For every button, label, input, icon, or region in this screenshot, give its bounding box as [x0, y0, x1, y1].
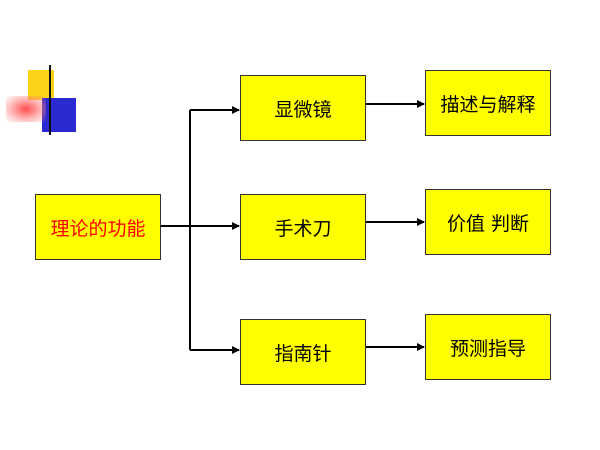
node-scalpel: 手术刀 — [240, 194, 366, 260]
node-microscope: 显微镜 — [240, 75, 366, 141]
result-describe-explain: 描述与解释 — [425, 70, 551, 136]
ornament-vertical-line — [49, 65, 51, 135]
node-compass: 指南针 — [240, 319, 366, 385]
root-node: 理论的功能 — [35, 194, 161, 260]
result-value-judgment: 价值 判断 — [425, 189, 551, 255]
ornament-red-blur — [6, 96, 46, 122]
result-predict-guide: 预测指导 — [425, 314, 551, 380]
